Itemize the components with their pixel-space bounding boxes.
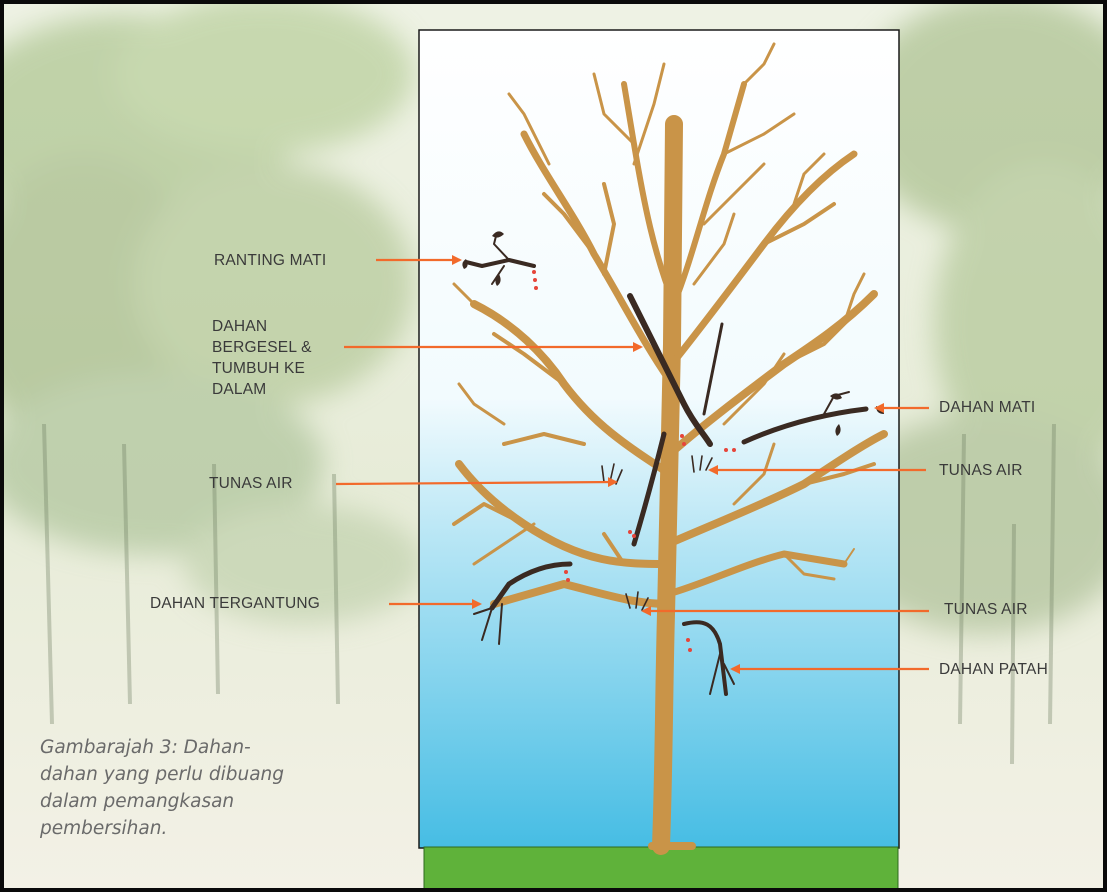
caption-line-2: dahan yang perlu dibuang [40,761,420,788]
figure-caption: Gambarajah 3: Dahan- dahan yang perlu di… [40,734,420,842]
label-dahan-tergantung: DAHAN TERGANTUNG [150,594,320,614]
label-ranting-mati: RANTING MATI [214,251,326,271]
label-tunas-air-right: TUNAS AIR [939,461,1023,481]
label-dahan-patah: DAHAN PATAH [939,660,1048,680]
label-dahan-bergesel-line-2: BERGESEL & [212,337,362,358]
label-dahan-bergesel-line-1: DAHAN [212,316,362,337]
label-dahan-bergesel: DAHAN BERGESEL & TUMBUH KE DALAM [212,316,362,400]
label-dahan-bergesel-line-4: DALAM [212,379,362,400]
label-tunas-air-right-lower: TUNAS AIR [944,600,1028,620]
label-dahan-mati: DAHAN MATI [939,398,1035,418]
caption-line-3: dalam pemangkasan [40,788,420,815]
label-tunas-air-left: TUNAS AIR [209,474,293,494]
caption-line-1: Gambarajah 3: Dahan- [40,734,420,761]
caption-line-4: pembersihan. [40,815,420,842]
label-dahan-bergesel-line-3: TUMBUH KE [212,358,362,379]
